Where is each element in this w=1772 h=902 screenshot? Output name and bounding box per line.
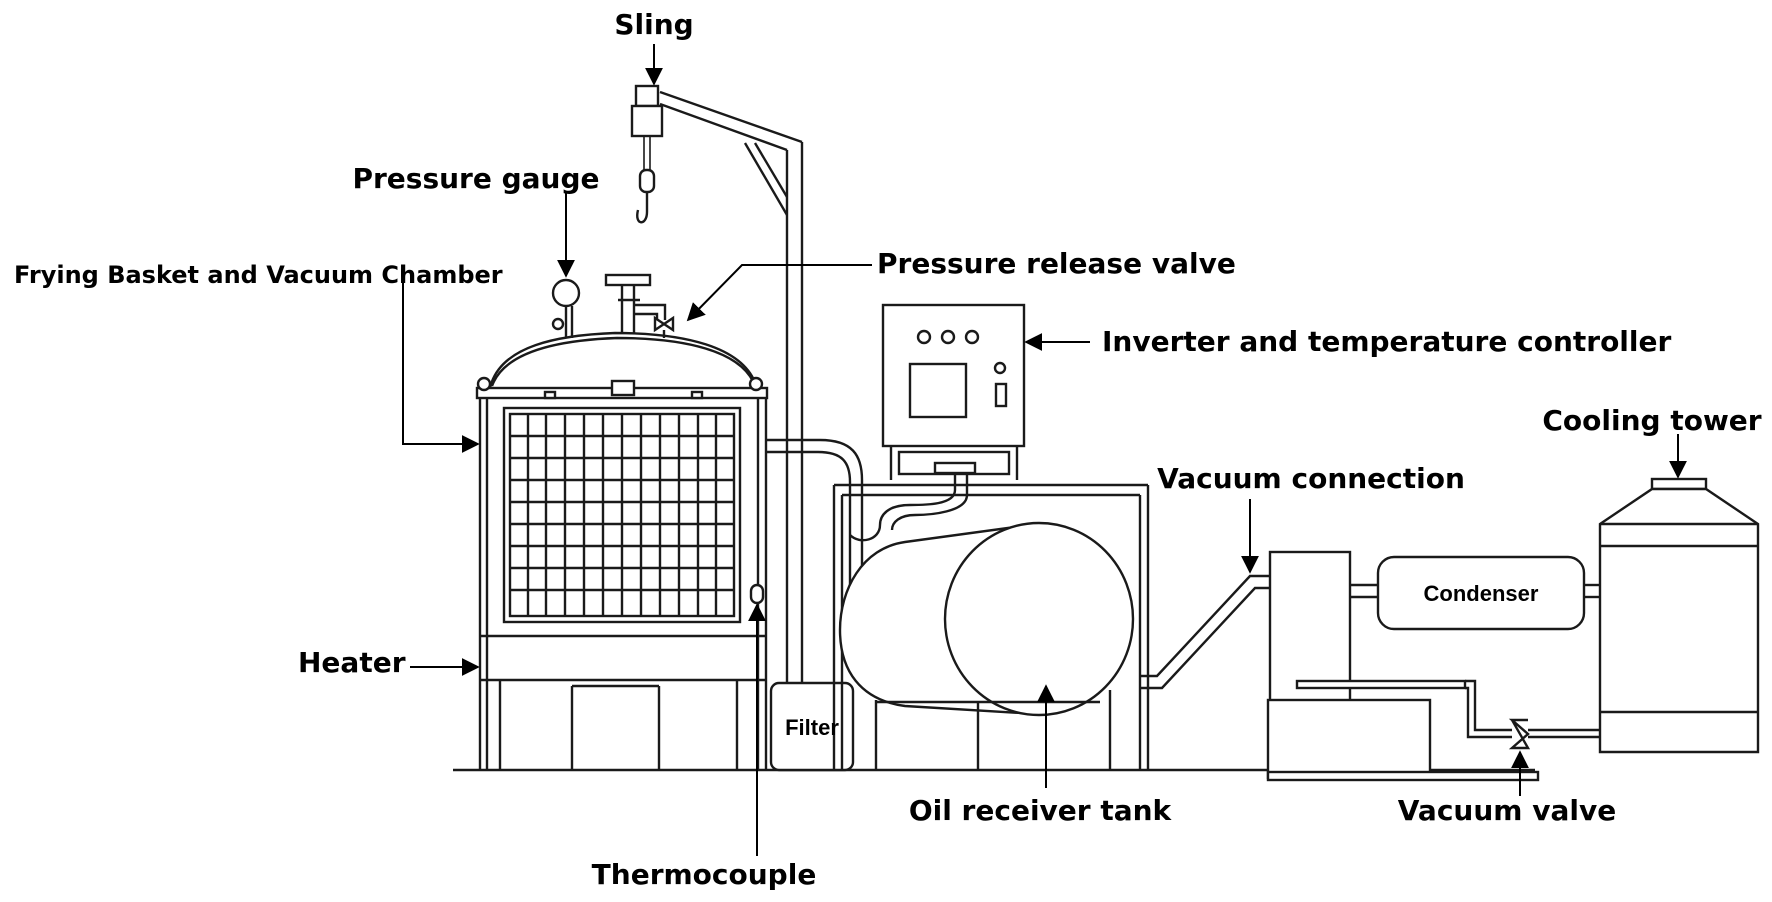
leader-arrows [402, 44, 1687, 856]
vacuum-pump-unit [1266, 550, 1600, 782]
arrow-pressure-release [686, 264, 872, 322]
label-vacuum-connection: Vacuum connection [1157, 462, 1465, 495]
label-cooling-tower: Cooling tower [1542, 404, 1761, 437]
filter [769, 681, 855, 772]
arrow-frying-basket [402, 283, 480, 453]
label-frying-basket: Frying Basket and Vacuum Chamber [14, 261, 503, 289]
label-inverter: Inverter and temperature controller [1102, 325, 1671, 358]
label-condenser: Condenser [1424, 581, 1539, 606]
sling-crane [630, 84, 804, 770]
cooling-tower [1598, 477, 1760, 754]
oil-receiver-tank [838, 521, 1135, 770]
label-thermocouple: Thermocouple [592, 858, 817, 891]
pressure-gauge [551, 278, 581, 338]
condenser [1376, 555, 1600, 631]
frying-chamber [475, 331, 769, 770]
tank-frame [832, 483, 1150, 770]
label-heater: Heater [298, 646, 406, 679]
label-filter: Filter [785, 715, 839, 740]
pressure-release-valve [604, 273, 675, 338]
label-oil-receiver-tank: Oil receiver tank [909, 794, 1173, 827]
label-pressure-gauge: Pressure gauge [352, 162, 599, 195]
vacuum-pipe [1140, 574, 1270, 690]
label-pressure-release-valve: Pressure release valve [877, 247, 1236, 280]
oil-pipe [766, 438, 864, 610]
label-vacuum-valve: Vacuum valve [1398, 794, 1616, 827]
label-sling: Sling [614, 8, 693, 41]
control-panel [849, 303, 1026, 542]
